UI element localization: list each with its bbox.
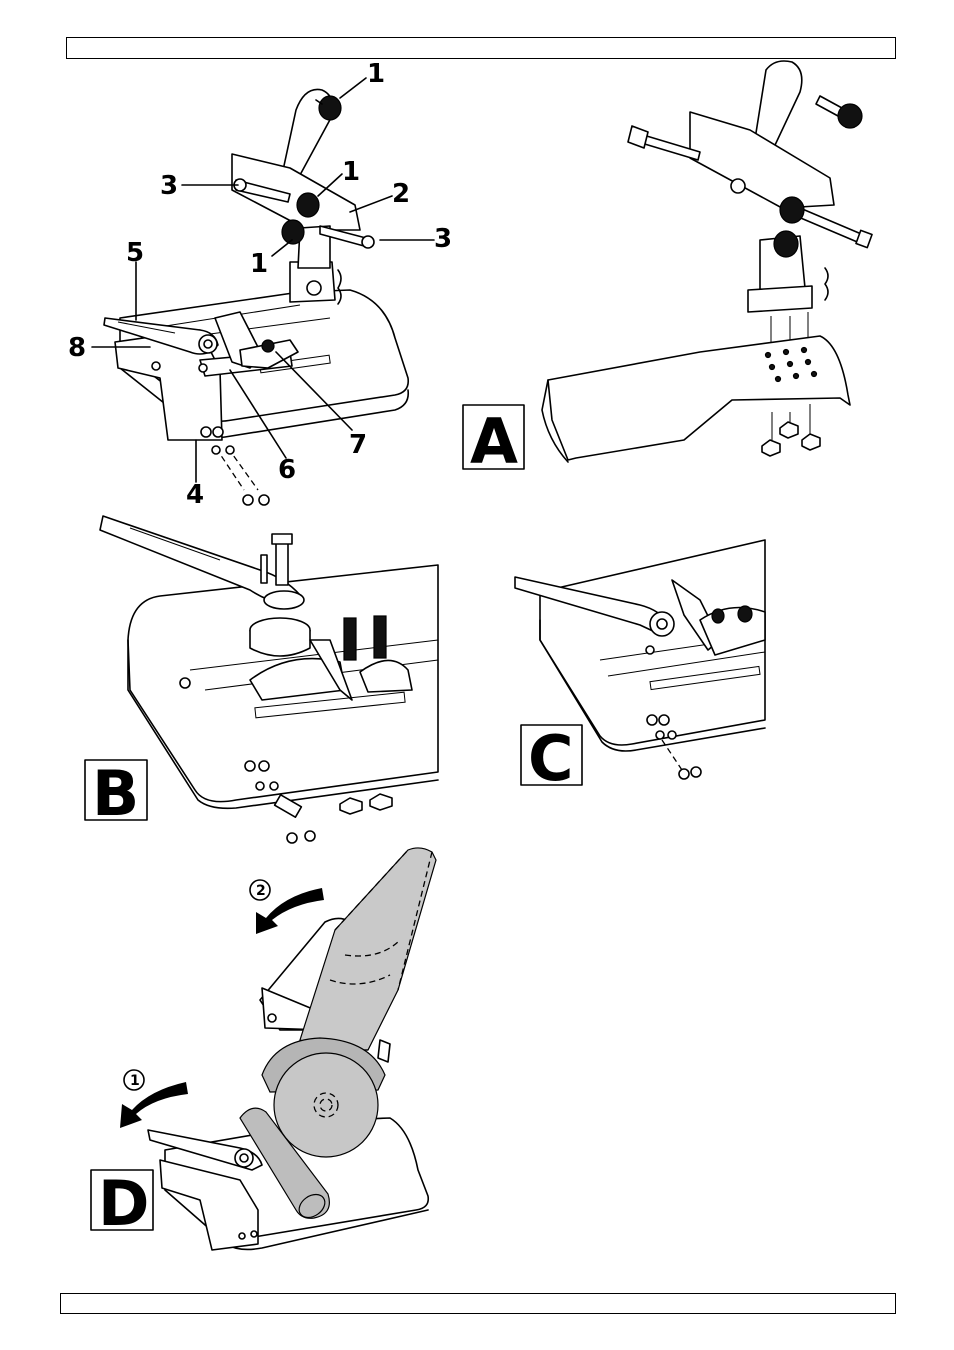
step-1-number: 1 (130, 1073, 140, 1089)
callout-7: 7 (349, 430, 367, 460)
panel-d-label: D (98, 1167, 149, 1240)
callout-1-middle: 1 (342, 157, 360, 187)
callout-4: 4 (186, 480, 204, 510)
panel-a-label: A (470, 405, 518, 478)
callout-8: 8 (68, 333, 86, 363)
panel-b-drawing (100, 516, 438, 843)
callout-3-right: 3 (434, 224, 452, 254)
callout-1-lower: 1 (250, 249, 268, 279)
callout-6: 6 (278, 455, 296, 485)
panel-b-label: B (92, 757, 139, 830)
callout-2: 2 (392, 179, 410, 209)
callout-5: 5 (126, 238, 144, 268)
callout-leaders (92, 78, 434, 482)
panel-d-drawing (120, 848, 436, 1250)
step-2-number: 2 (256, 883, 266, 899)
panel-c-label: C (528, 722, 574, 795)
callout-3-left: 3 (160, 171, 178, 201)
panel-a-drawing (542, 61, 872, 462)
callout-1-top: 1 (367, 59, 385, 89)
